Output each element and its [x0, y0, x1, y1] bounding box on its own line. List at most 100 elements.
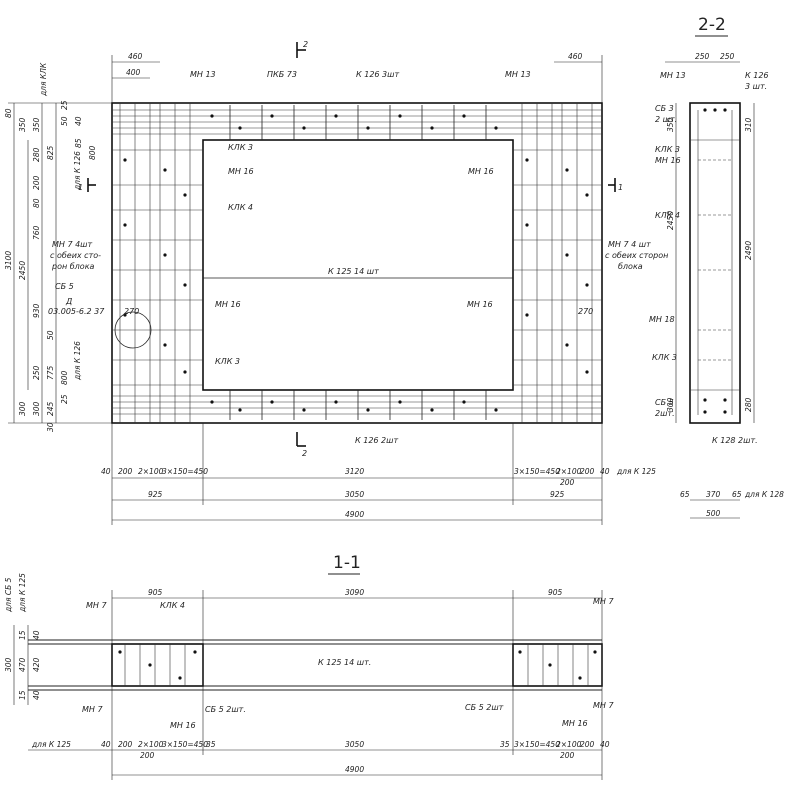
- s11-d420: 420: [32, 657, 41, 672]
- s22-k128: К 128 2шт.: [712, 436, 758, 445]
- window-opening: [202, 139, 514, 391]
- s11-d200b: 200: [580, 740, 595, 749]
- s22-mn13: МН 13: [660, 71, 686, 80]
- s22-d250a: 250: [695, 52, 710, 61]
- label-klk3-bot: КЛК 3: [215, 357, 240, 366]
- s22-d280: 280: [744, 397, 753, 412]
- s11-d905b: 905: [548, 588, 563, 597]
- label-mn7-left: МН 7 4шт: [52, 240, 93, 249]
- s22-mn18: МН 18: [649, 315, 675, 324]
- panel-outline: [111, 102, 603, 424]
- s22-d65b: 65: [732, 490, 742, 499]
- plan-left-dim-lines: [8, 102, 112, 424]
- dim-80-top: 80: [4, 108, 13, 118]
- s11-d40d: 40: [600, 740, 610, 749]
- dim-b-925b: 925: [550, 490, 565, 499]
- dim-b-925a: 925: [148, 490, 163, 499]
- s11-mn16-r: МН 16: [562, 719, 588, 728]
- dim-b-200c: 200: [560, 478, 575, 487]
- label-k126-top: К 126 3шт: [356, 70, 399, 79]
- s11-dim-lines: [13, 590, 603, 780]
- label-270-left: 270: [124, 307, 139, 316]
- s11-mn7-br: МН 7: [593, 701, 614, 710]
- dim-b-200b: 200: [580, 467, 595, 476]
- dim-800-top: 800: [88, 145, 97, 160]
- pier-ties: [112, 149, 602, 386]
- s11-d470: 470: [18, 657, 27, 672]
- s11-d200a: 200: [118, 740, 133, 749]
- plan-top-dim-lines: [111, 55, 603, 103]
- cut-markers: [87, 42, 616, 447]
- section-2-2-outline: [689, 102, 741, 424]
- dim-800-mid: 800: [60, 370, 69, 385]
- s22-d250b: 250: [720, 52, 735, 61]
- s11-d2x100a: 2×100: [138, 740, 164, 749]
- dim-50: 50: [46, 330, 55, 340]
- label-detail-d: Д: [65, 297, 72, 306]
- label-mn16-right-top: МН 16: [468, 167, 494, 176]
- label-for-k125-plan: для К 125: [616, 467, 656, 476]
- label-mn16-left-bot: МН 16: [215, 300, 241, 309]
- s11-mn7-tl: МН 7: [86, 601, 107, 610]
- label-mn7-right: МН 7 4 шт: [608, 240, 651, 249]
- s22-klk3-bot: КЛК 3: [652, 353, 677, 362]
- s11-d3x150a: 3×150=450: [162, 740, 208, 749]
- s11-d15b: 15: [18, 690, 27, 700]
- dim-460-right: 460: [568, 52, 583, 61]
- s11-d40a: 40: [32, 630, 41, 640]
- label-klk3-top: КЛК 3: [228, 143, 253, 152]
- section-1-1: 1-1 МН 7 КЛК 4 К 125 14 шт. МН 7 МН 7: [4, 553, 614, 780]
- dim-50-top: 50: [60, 116, 69, 126]
- s11-sb5-l: СБ 5 2шт.: [205, 705, 246, 714]
- s11-right-pier: [512, 643, 603, 687]
- dim-b-2x100b: 2×100: [556, 467, 582, 476]
- dim-80-b: 80: [32, 198, 41, 208]
- s11-for-k125: для К 125: [18, 573, 27, 613]
- dim-760: 760: [32, 225, 41, 240]
- s22-k126: К 126: [745, 71, 769, 80]
- s11-d4900: 4900: [345, 765, 364, 774]
- s11-mn16-l: МН 16: [170, 721, 196, 730]
- s11-sb5-r: СБ 5 2шт: [465, 703, 504, 712]
- cut-label-2-bottom: 2: [302, 449, 307, 458]
- s22-d300: 300: [666, 397, 675, 412]
- dim-775: 775: [46, 365, 55, 380]
- label-for-k126-a: для К 126: [73, 151, 82, 191]
- dim-350-a: 350: [18, 117, 27, 132]
- section-2-2-title: 2-2: [698, 15, 726, 35]
- s11-for-k125-b: для К 125: [31, 740, 71, 749]
- s11-d3x150b: 3×150=450: [514, 740, 560, 749]
- s22-k126-n: 3 шт.: [745, 82, 767, 91]
- dim-b-3x150b: 3×150=450: [514, 467, 560, 476]
- s22-sb5: СБ 5: [655, 398, 674, 407]
- label-klk4: КЛК 4: [228, 203, 253, 212]
- cut-label-1-right: 1: [618, 183, 623, 192]
- s11-d200d: 200: [560, 751, 575, 760]
- section-2-2-dots: [703, 108, 727, 414]
- top-band-bars: [112, 109, 602, 135]
- label-detail-ref: 03.005-6.2 37: [48, 307, 105, 316]
- dim-25-top: 25: [60, 100, 69, 110]
- s11-d200c: 200: [140, 751, 155, 760]
- dim-3100: 3100: [4, 251, 13, 270]
- s11-long-bars: [28, 639, 602, 691]
- left-pier-bars: [119, 103, 191, 423]
- dim-350-b: 350: [32, 117, 41, 132]
- dim-b-4900: 4900: [345, 510, 364, 519]
- label-mn7-right-3: блока: [618, 262, 643, 271]
- s11-d3090: 3090: [345, 588, 364, 597]
- dim-b-3x150a: 3×150=450: [162, 467, 208, 476]
- label-sb5: СБ 5: [55, 282, 74, 291]
- s22-d2450: 2450: [666, 211, 675, 230]
- detail-circle: [114, 311, 152, 349]
- label-mn16-right-bot: МН 16: [467, 300, 493, 309]
- s22-sb5-n: 2шт.: [655, 409, 675, 418]
- s11-d300: 300: [4, 657, 13, 672]
- s22-d370: 370: [706, 490, 721, 499]
- dim-40-top: 40: [74, 116, 83, 126]
- dim-930: 930: [32, 303, 41, 318]
- s11-d40b: 40: [32, 690, 41, 700]
- plan-bottom-dim-lines: [111, 423, 603, 525]
- cut-label-2-top: 2: [303, 40, 308, 49]
- dim-85-top: 85: [74, 138, 83, 148]
